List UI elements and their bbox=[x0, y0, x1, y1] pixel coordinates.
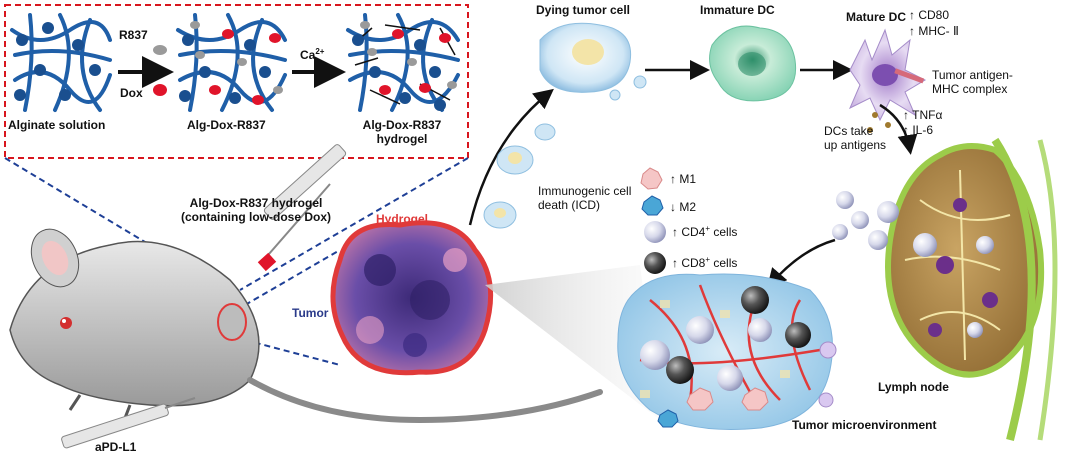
dying-tumor-cell bbox=[539, 22, 647, 101]
dox-label: Dox bbox=[120, 86, 143, 100]
legend-cd4-label: ↑ CD4+ cells bbox=[672, 224, 738, 240]
alg-dox-r837-label: Alg-Dox-R837 bbox=[187, 118, 266, 132]
icd-label: Immunogenic cell death (ICD) bbox=[538, 184, 631, 212]
cd8-sup: + bbox=[705, 255, 711, 264]
ca2-sup: 2+ bbox=[315, 47, 325, 56]
tnfa-label: ↑ TNFα bbox=[903, 108, 943, 122]
mature-dc-cell bbox=[848, 28, 927, 133]
arrow-tumor-to-dying-cell bbox=[468, 88, 554, 226]
tumor-antigen-label: Tumor antigen- MHC complex bbox=[932, 68, 1013, 96]
hydrogel-label: Hydrogel bbox=[376, 212, 429, 226]
legend-cd8-icon bbox=[644, 252, 666, 274]
tumor-antigen-line1: Tumor antigen- bbox=[932, 68, 1013, 82]
hydrogel-stage-label: Alg-Dox-R837 hydrogel bbox=[352, 118, 452, 146]
ca2-label: Ca2+ bbox=[300, 47, 325, 63]
alg-dox-r837-beads bbox=[179, 21, 283, 105]
legend-cd4-icon bbox=[644, 221, 666, 243]
legend-cd8-label: ↑ CD8+ cells bbox=[672, 255, 738, 271]
lymph-node-illustration bbox=[885, 137, 1058, 441]
arrow-mature-to-lymph bbox=[879, 103, 918, 155]
injection-line2: (containing low-dose Dox) bbox=[181, 210, 331, 224]
r837-legend-dot bbox=[153, 45, 167, 55]
zoom-line-right bbox=[239, 157, 469, 291]
debris-cells bbox=[483, 123, 556, 229]
arrow-lymph-to-tme bbox=[766, 238, 836, 289]
hydrogel-beads bbox=[352, 21, 457, 111]
synthesis-inset-box bbox=[4, 4, 469, 159]
migrating-t-cells bbox=[832, 191, 899, 250]
cd8-prefix: ↑ CD8 bbox=[672, 256, 706, 270]
legend-m2-label: ↓ M2 bbox=[670, 200, 697, 214]
legend-m2-icon bbox=[641, 195, 664, 216]
dying-tumor-cell-label: Dying tumor cell bbox=[536, 3, 631, 17]
mouse-illustration bbox=[9, 228, 603, 424]
hydrogel-stage-line2: hydrogel bbox=[376, 132, 428, 146]
il6-label: ↑ IL-6 bbox=[903, 123, 934, 137]
zoom-line-tumor-top bbox=[244, 249, 341, 306]
apdl1-syringe bbox=[61, 397, 196, 449]
r837-label: R837 bbox=[119, 28, 148, 42]
zoom-cone bbox=[485, 265, 660, 420]
tumor-microenvironment-illustration bbox=[617, 273, 837, 430]
mature-dc-label: Mature DC bbox=[846, 10, 907, 24]
tumor-microenvironment-label: Tumor microenvironment bbox=[792, 418, 937, 432]
cd4-suffix: cells bbox=[710, 225, 738, 239]
apdl1-label: aPD-L1 bbox=[95, 440, 137, 454]
cd4-prefix: ↑ CD4 bbox=[672, 225, 706, 239]
injection-line1: Alg-Dox-R837 hydrogel bbox=[189, 196, 323, 210]
immature-dc-label: Immature DC bbox=[700, 3, 775, 17]
alginate-beads bbox=[14, 22, 101, 101]
hydrogel-stage-line1: Alg-Dox-R837 bbox=[362, 118, 442, 132]
dcs-take-label: DCs take up antigens bbox=[824, 124, 886, 152]
icd-line2: death (ICD) bbox=[538, 198, 601, 212]
ca2-base: Ca bbox=[300, 48, 316, 62]
immature-dc-cell bbox=[709, 25, 797, 102]
tumor-label: Tumor bbox=[292, 306, 329, 320]
alginate-solution-illustration bbox=[10, 13, 112, 112]
mhc2-label: ↑ MHC- Ⅱ bbox=[909, 24, 959, 38]
cd4-sup: + bbox=[705, 224, 711, 233]
lymph-node-label: Lymph node bbox=[878, 380, 949, 394]
cd8-suffix: cells bbox=[710, 256, 738, 270]
legend-m1-icon bbox=[640, 167, 663, 190]
alginate-solution-label: Alginate solution bbox=[8, 118, 106, 132]
injection-label: Alg-Dox-R837 hydrogel (containing low-do… bbox=[166, 196, 346, 224]
dcs-take-line1: DCs take bbox=[824, 124, 874, 138]
icd-line1: Immunogenic cell bbox=[538, 184, 632, 198]
zoom-line-tumor-bottom bbox=[244, 339, 341, 366]
legend-m1-label: ↑ M1 bbox=[670, 172, 697, 186]
tumor-antigen-line2: MHC complex bbox=[932, 82, 1008, 96]
cd80-label: ↑ CD80 bbox=[909, 8, 950, 22]
dcs-take-line2: up antigens bbox=[824, 138, 887, 152]
dox-legend-dot bbox=[153, 84, 167, 96]
hydrogel-syringe bbox=[257, 144, 347, 272]
tumor-illustration bbox=[330, 220, 494, 376]
